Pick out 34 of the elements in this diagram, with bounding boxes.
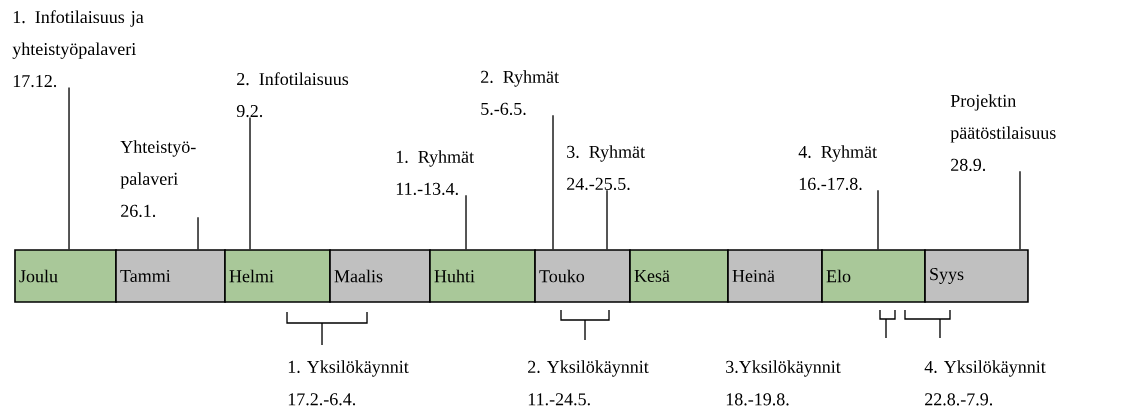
event-label: 2. Ryhmät 5.-6.5. (481, 70, 559, 115)
leader-line (68, 86, 70, 250)
activity-label: 22.8.-7.9. (925, 393, 993, 406)
leader-line (465, 194, 467, 250)
month-box: Heinä (727, 249, 823, 303)
event-label: 1. Infotilaisuus ja yhteistyöpalaveri 17.12. (12, 10, 144, 88)
month-box: Tammi (115, 249, 226, 303)
month-box: Huhti (429, 249, 536, 303)
month-box: Touko (534, 249, 631, 303)
activity-label: 4. Yksilökäynnit (924, 360, 1046, 377)
event-label: Yhteistyö- palaveri 26.1. (120, 140, 196, 217)
leader-line (606, 189, 608, 250)
month-box: Joulu (14, 249, 117, 303)
activity-label: 18.-19.8. (726, 393, 789, 406)
activity-label: 2. Yksilökäynnit (528, 360, 649, 377)
month-box: Kesä (629, 249, 729, 303)
leader-line (197, 216, 199, 250)
month-box: Elo (821, 249, 926, 303)
month-box: Maalis (329, 249, 431, 303)
activity-label: 11.-24.5. (528, 393, 590, 406)
leader-line (552, 114, 554, 250)
activity-label: 17.2.-6.4. (288, 393, 356, 406)
event-label: 1. Ryhmät 11.-13.4. (396, 150, 474, 195)
event-label: 2. Infotilaisuus 9.2. (236, 72, 349, 118)
leader-line (249, 116, 251, 250)
leader-line (1019, 170, 1021, 250)
event-label: 4. Ryhmät 16.-17.8. (798, 145, 877, 190)
leader-line (877, 189, 879, 250)
activity-label: 3.Yksilökäynnit (726, 360, 841, 377)
month-box: Helmi (224, 249, 331, 303)
event-label: 3. Ryhmät 24.-25.5. (567, 145, 645, 190)
month-box: Syys (924, 249, 1029, 303)
activity-label: 1. Yksilökäynnit (288, 360, 409, 377)
event-label: Projektin päätöstilaisuus 28.9. (950, 94, 1056, 171)
